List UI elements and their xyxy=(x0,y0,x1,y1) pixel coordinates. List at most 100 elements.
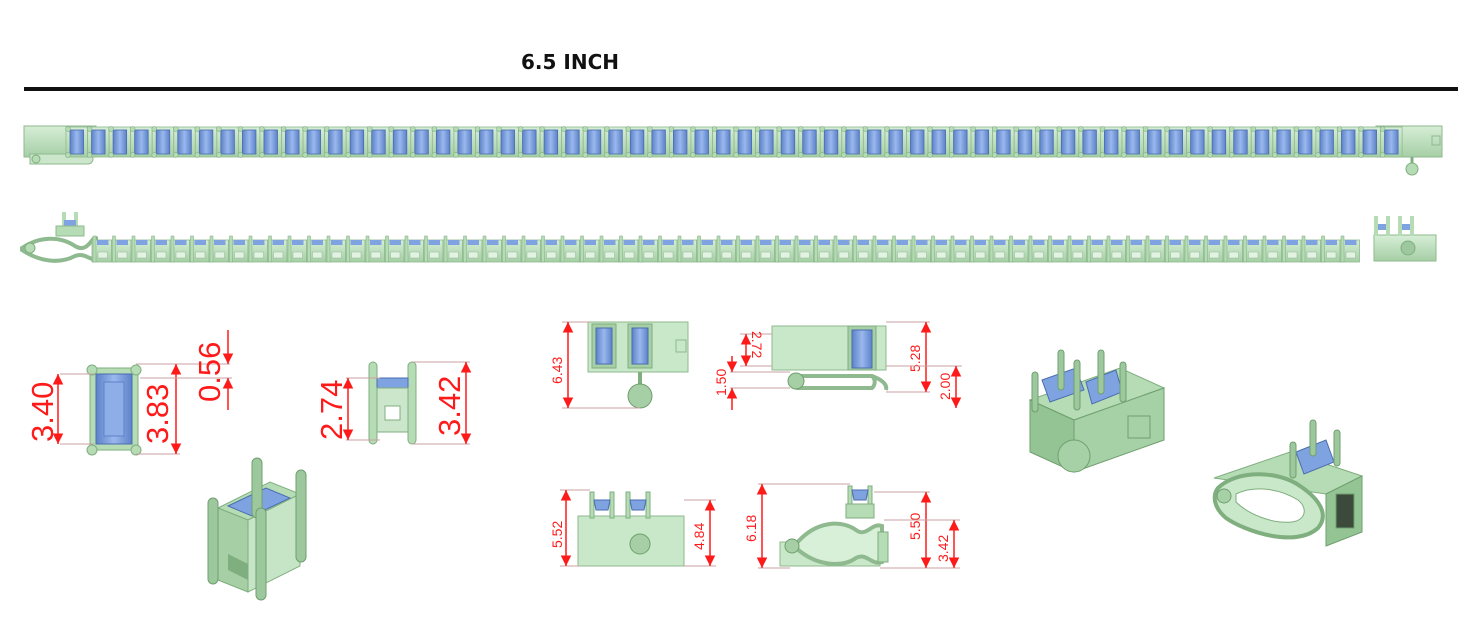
side-link xyxy=(501,235,522,263)
top-link xyxy=(1293,126,1317,158)
side-link xyxy=(384,235,405,263)
top-link xyxy=(797,126,821,158)
side-link xyxy=(462,235,483,263)
side-link xyxy=(403,235,424,263)
top-link xyxy=(367,126,390,158)
top-link xyxy=(1035,126,1058,158)
top-link xyxy=(173,126,196,158)
stone-isometric xyxy=(207,457,307,601)
top-link xyxy=(625,126,649,158)
side-link xyxy=(1144,235,1165,263)
side-link xyxy=(1086,235,1107,263)
dim-clasp-bottom-right-b: 3.42 xyxy=(935,535,951,562)
top-link xyxy=(323,126,347,158)
side-link xyxy=(676,235,697,263)
side-link xyxy=(969,235,990,263)
side-link xyxy=(540,235,561,263)
side-link xyxy=(559,235,580,263)
side-link xyxy=(852,235,873,263)
top-link xyxy=(1099,126,1123,158)
dim-clasp-front-right: 4.84 xyxy=(691,523,707,550)
dim-clasp-top-height: 6.43 xyxy=(549,357,565,384)
side-link xyxy=(618,235,639,263)
top-link xyxy=(216,126,239,158)
side-link xyxy=(481,235,502,263)
top-link xyxy=(1250,126,1274,158)
top-link xyxy=(1142,126,1166,158)
top-link xyxy=(711,126,735,158)
side-link xyxy=(208,235,229,263)
top-link xyxy=(86,126,110,158)
top-link xyxy=(388,126,412,158)
top-link xyxy=(604,126,627,158)
side-link xyxy=(1281,235,1302,263)
side-link xyxy=(813,235,834,263)
side-link xyxy=(91,235,112,263)
side-link xyxy=(1183,235,1204,263)
top-link xyxy=(474,126,498,158)
top-link xyxy=(819,126,843,158)
top-link xyxy=(453,126,476,158)
clasp-spring-detail: 6.18 5.50 3.42 xyxy=(743,483,960,569)
top-link xyxy=(733,126,756,158)
dim-clasp-front-left: 5.52 xyxy=(549,521,565,548)
top-link xyxy=(1121,126,1144,158)
bracelet-top-view xyxy=(23,125,1443,176)
side-link xyxy=(1261,235,1282,263)
top-link xyxy=(151,126,175,158)
dim-stone-overall: 3.83 xyxy=(140,384,175,444)
side-link xyxy=(286,235,307,263)
top-link xyxy=(302,126,325,158)
side-link xyxy=(1203,235,1224,263)
length-rule xyxy=(24,87,1458,91)
top-link xyxy=(65,126,88,158)
top-link xyxy=(1228,126,1252,158)
side-link xyxy=(442,235,463,263)
top-link xyxy=(1379,126,1403,158)
side-link xyxy=(345,235,366,263)
side-link xyxy=(891,235,912,263)
link-side-detail: 2.74 3.42 xyxy=(314,361,472,445)
dim-clasp-bottom-right-a: 5.50 xyxy=(907,513,923,540)
top-link xyxy=(1078,126,1101,158)
side-link xyxy=(150,235,171,263)
top-view-links xyxy=(65,126,1403,158)
side-link xyxy=(111,235,132,263)
clasp-side-detail: 2.72 1.50 5.28 2.00 xyxy=(713,321,962,410)
top-link xyxy=(280,126,304,158)
side-link xyxy=(1125,235,1146,263)
side-link xyxy=(228,235,249,263)
side-link xyxy=(1105,235,1126,263)
bracelet-side-view xyxy=(20,212,1437,263)
side-link xyxy=(1027,235,1048,263)
side-link xyxy=(735,235,756,263)
side-link xyxy=(910,235,931,263)
clasp-isometric-a xyxy=(1028,349,1166,473)
top-link xyxy=(690,126,713,158)
top-link xyxy=(345,126,369,158)
side-link xyxy=(715,235,736,263)
dim-side-outer: 3.42 xyxy=(432,376,467,436)
side-link xyxy=(247,235,268,263)
side-link xyxy=(949,235,970,263)
top-link xyxy=(237,126,261,158)
stone-top-detail: 3.40 3.83 0.56 xyxy=(25,330,234,456)
top-link xyxy=(410,126,433,158)
clasp-isometric-b xyxy=(1212,419,1364,547)
clasp-front-detail: 5.52 4.84 xyxy=(549,489,716,567)
top-link xyxy=(496,126,519,158)
top-link xyxy=(1207,126,1231,158)
side-link xyxy=(793,235,814,263)
top-link xyxy=(517,126,541,158)
top-link xyxy=(884,126,907,158)
top-link xyxy=(948,126,972,158)
side-link xyxy=(1300,235,1321,263)
side-link xyxy=(1066,235,1087,263)
side-link xyxy=(1222,235,1243,263)
side-link xyxy=(832,235,853,263)
side-link xyxy=(306,235,327,263)
side-link xyxy=(169,235,190,263)
top-link xyxy=(582,126,606,158)
top-link xyxy=(927,126,950,158)
dim-prong-height: 0.56 xyxy=(192,342,227,402)
